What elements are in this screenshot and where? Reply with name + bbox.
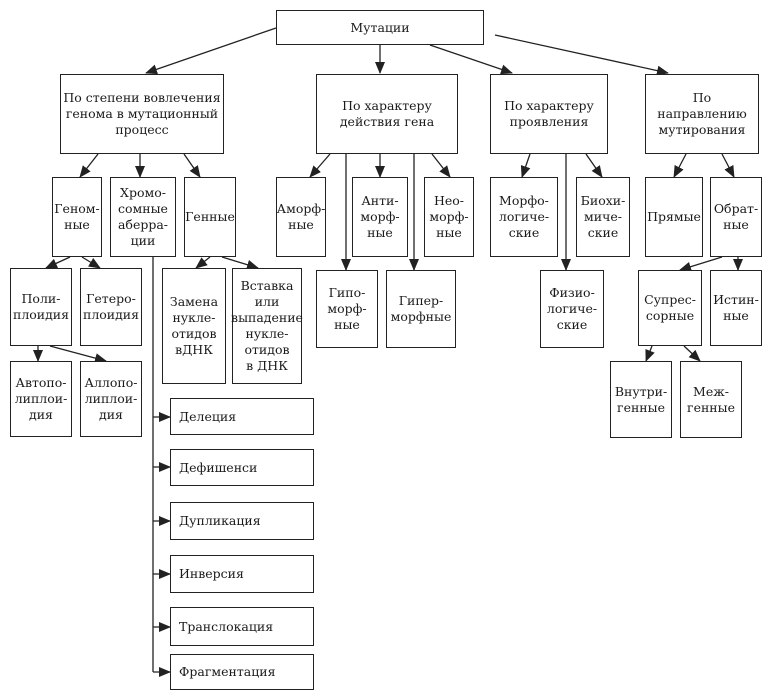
node-mutations-root: Мутации [276, 10, 484, 45]
node-duplication: Дупликация [170, 502, 314, 540]
node-antimorphic: Анти- морф- ные [352, 177, 408, 257]
node-amorphic: Аморф- ные [276, 177, 326, 257]
node-by-genome-involvement: По степени вовлечения генома в мутационн… [60, 74, 224, 154]
node-suppressor: Супрес- сорные [638, 270, 702, 346]
node-nucleotide-insertion-deletion: Вставка или выпадение нукле- отидов в ДН… [231, 268, 303, 384]
node-hypermorphic: Гипер- морфные [386, 270, 456, 348]
node-physiological: Физио- логиче- ские [540, 270, 604, 348]
node-intragenic: Внутри- генные [610, 361, 672, 438]
node-allopolyploidy: Аллопо- липлои- дия [80, 361, 142, 437]
node-inversion: Инверсия [170, 555, 314, 593]
node-genomic: Геном- ные [52, 177, 102, 257]
node-by-manifestation: По характеру проявления [490, 74, 608, 154]
node-neomorphic: Нео- морф- ные [424, 177, 474, 257]
node-gene-mutations: Генные [184, 177, 236, 257]
node-nucleotide-replacement: Замена нукле- отидов вДНК [162, 268, 226, 384]
node-true-reversion: Истин- ные [710, 270, 762, 346]
node-fragmentation: Фрагментация [170, 654, 314, 690]
node-biochemical: Биохи- миче- ские [576, 177, 630, 257]
node-reverse: Обрат- ные [710, 177, 762, 257]
node-by-direction: По направлению мутирования [645, 74, 759, 154]
node-polyploidy: Поли- плоидия [10, 268, 72, 346]
node-autopolyploidy: Автопо- липлои- дия [10, 361, 72, 437]
node-heteroploidy: Гетеро- плоидия [80, 268, 142, 346]
node-translocation: Транслокация [170, 607, 314, 646]
node-deficiency: Дефишенси [170, 449, 314, 486]
node-direct: Прямые [645, 177, 703, 257]
node-chromosomal-aberrations: Хромо- сомные aберра- ции [110, 177, 176, 257]
node-by-gene-action: По характеру действия гена [316, 74, 458, 154]
node-intergenic: Меж- генные [680, 361, 742, 438]
node-hypomorphic: Гипо- морф- ные [316, 270, 378, 348]
node-morphological: Морфо- логиче- ские [490, 177, 558, 257]
node-deletion: Делеция [170, 398, 314, 435]
